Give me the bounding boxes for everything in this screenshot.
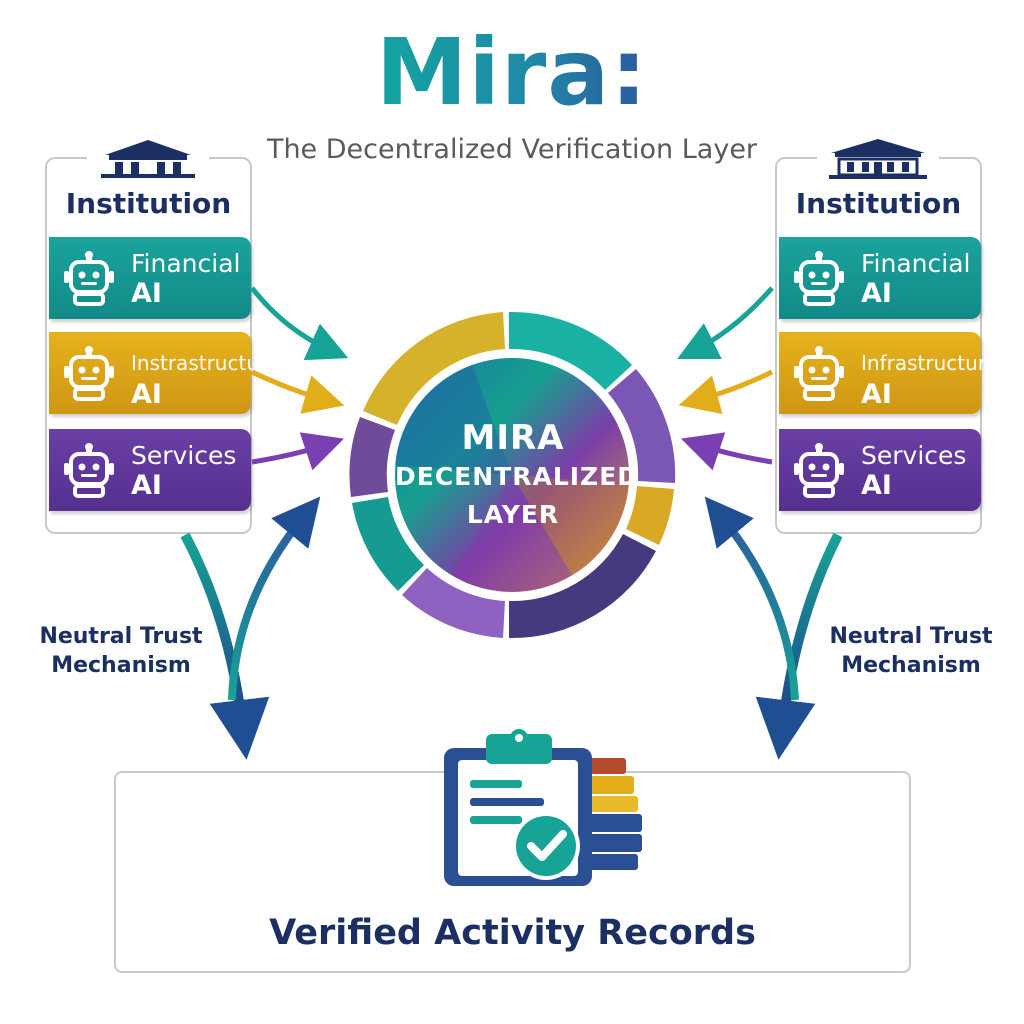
ring-segment (509, 534, 656, 639)
arrow-trust-left-up (228, 496, 321, 701)
page-title: Mira: (0, 18, 1024, 128)
ai-label: Infrastructure AI (861, 348, 998, 410)
arrow-trust-right-up (704, 496, 799, 701)
ai-label: Financial AI (861, 249, 970, 309)
arrow-trust-left-down (180, 532, 270, 760)
arrow-trust-right-down (755, 532, 843, 760)
trust-line1: Neutral Trust (39, 624, 203, 649)
robot-icon (794, 346, 844, 401)
ai-label: Services AI (861, 441, 966, 501)
trust-line2: Mechanism (51, 653, 191, 678)
ring-segment (402, 568, 505, 638)
page-subtitle: The Decentralized Verification Layer (266, 134, 758, 165)
robot-icon (64, 443, 114, 498)
center-line3: LAYER (466, 500, 560, 529)
robot-icon (64, 346, 114, 401)
ring-segment (509, 311, 632, 390)
services-ai-box: Services AI (779, 429, 981, 511)
arrow-infrastructure-right (678, 369, 774, 415)
ai-name: Financial (861, 249, 971, 278)
arrow-financial-left (250, 286, 349, 361)
arrow-services-left (251, 432, 344, 471)
ai-name: Financial (131, 249, 241, 278)
robot-icon (794, 443, 844, 498)
building-icon (87, 137, 209, 179)
center-line1: MIRA (461, 418, 565, 458)
trust-label-right: Neutral Trust Mechanism (816, 622, 1006, 680)
ai-label: Services AI (131, 441, 236, 501)
ring-segment (352, 497, 424, 591)
mira-ring (349, 311, 676, 639)
ai-name: Services (861, 441, 967, 470)
robot-icon (64, 251, 114, 306)
records-box: Verified Activity Records (114, 729, 911, 973)
records-label: Verified Activity Records (269, 913, 756, 953)
ai-suffix: AI (131, 379, 162, 410)
title-text: Mira: (375, 19, 649, 126)
ai-suffix: AI (131, 278, 162, 309)
ring-segment (363, 312, 505, 425)
ring-segment (608, 369, 676, 483)
arrow-financial-right (677, 286, 774, 359)
ai-label: Financial AI (131, 249, 240, 309)
building-icon (817, 137, 939, 179)
trust-label-left: Neutral Trust Mechanism (26, 622, 216, 680)
clipboard-check-icon (444, 729, 642, 886)
ring-segment (349, 417, 395, 497)
arrow-infrastructure-left (250, 369, 345, 414)
institution-title: Institution (795, 187, 962, 220)
robot-icon (794, 251, 844, 306)
center-line2: DECENTRALIZED (395, 462, 640, 491)
ai-name: Infrastructure (861, 351, 998, 375)
ai-suffix: AI (131, 470, 162, 501)
trust-line1: Neutral Trust (829, 624, 993, 649)
institution-panel-right: Institution Financial AI Infrastructur (775, 137, 998, 534)
financial-ai-box: Financial AI (779, 237, 981, 319)
ai-name: Services (131, 441, 237, 470)
ai-suffix: AI (861, 470, 892, 501)
center-label: MIRA DECENTRALIZED LAYER (395, 418, 640, 534)
trust-line2: Mechanism (841, 653, 981, 678)
ring-segment (626, 486, 674, 545)
infrastructure-ai-box: Infrastructure AI (779, 332, 998, 414)
arrow-services-right (681, 432, 773, 471)
financial-ai-box: Financial AI (49, 237, 251, 319)
ai-suffix: AI (861, 278, 892, 309)
institution-title: Institution (65, 187, 232, 220)
services-ai-box: Services AI (49, 429, 251, 511)
ai-suffix: AI (861, 379, 892, 410)
